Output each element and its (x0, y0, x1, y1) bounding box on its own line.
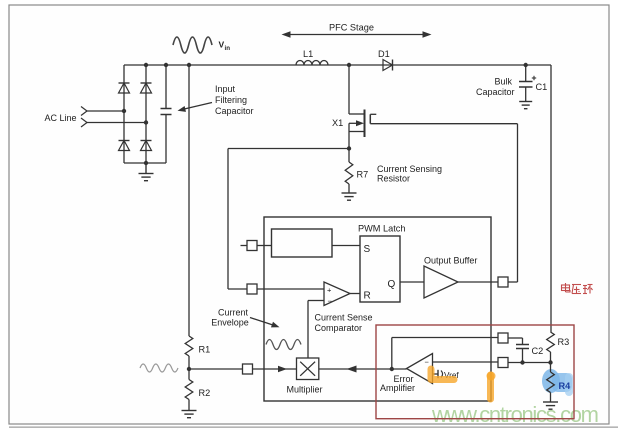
svg-text:R: R (364, 291, 371, 302)
svg-text:L1: L1 (303, 49, 313, 59)
svg-text:D1: D1 (378, 49, 390, 59)
svg-text:R1: R1 (199, 345, 211, 355)
svg-text:Envelope: Envelope (211, 318, 249, 328)
svg-text:Comparator: Comparator (315, 323, 363, 333)
svg-text:PFC Stage: PFC Stage (329, 23, 374, 33)
svg-text:Current Sensing: Current Sensing (377, 164, 442, 174)
svg-text:Error: Error (394, 374, 414, 384)
svg-text:Q: Q (388, 279, 396, 290)
svg-text:Current: Current (218, 308, 249, 318)
svg-text:Capacitor: Capacitor (476, 87, 515, 97)
svg-text:Input: Input (215, 84, 236, 94)
svg-text:PWM Latch: PWM Latch (358, 224, 405, 234)
svg-text:Output Buffer: Output Buffer (424, 256, 477, 266)
svg-text:www.cntronics.com: www.cntronics.com (431, 402, 599, 427)
svg-text:AC Line: AC Line (45, 113, 77, 123)
svg-text:X1: X1 (332, 118, 343, 128)
svg-text:C1: C1 (536, 82, 548, 92)
svg-text:Capacitor: Capacitor (215, 106, 254, 116)
svg-text:Filtering: Filtering (215, 95, 247, 105)
svg-text:in: in (225, 45, 231, 52)
svg-text:Amplifier: Amplifier (380, 383, 415, 393)
svg-text:−: − (425, 358, 430, 367)
svg-text:R7: R7 (357, 170, 369, 180)
svg-text:Bulk: Bulk (494, 77, 512, 87)
svg-text:Vref: Vref (444, 371, 459, 380)
svg-text:V: V (219, 40, 225, 50)
svg-text:C2: C2 (532, 346, 544, 356)
svg-text:R4: R4 (559, 381, 572, 391)
svg-text:Multiplier: Multiplier (287, 385, 323, 395)
svg-text:R3: R3 (558, 337, 570, 347)
svg-text:R2: R2 (199, 388, 211, 398)
svg-text:−: − (328, 297, 333, 306)
svg-text:Resistor: Resistor (377, 174, 410, 184)
svg-text:S: S (364, 244, 371, 255)
svg-text:+: + (327, 286, 332, 295)
svg-text:Current Sense: Current Sense (315, 313, 373, 323)
